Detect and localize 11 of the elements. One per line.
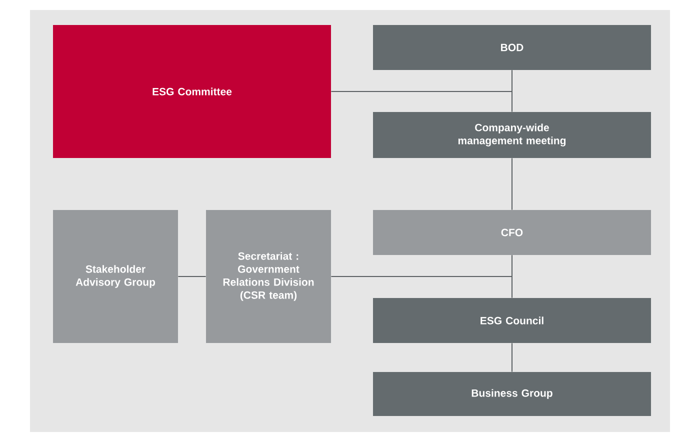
connector-line: [178, 276, 206, 277]
org-box: ESG Council: [373, 298, 651, 343]
org-box: Company-wide management meeting: [373, 112, 651, 158]
connector-line: [330, 254, 512, 277]
committee-box: ESG Committee: [53, 25, 331, 158]
org-box: Business Group: [373, 372, 651, 416]
org-box: CFO: [373, 210, 651, 255]
org-box: Stakeholder Advisory Group: [53, 210, 178, 343]
org-box: Secretariat : Government Relations Division (CSR team): [206, 210, 331, 343]
org-box: BOD: [373, 25, 651, 70]
connector-line: [330, 70, 512, 92]
